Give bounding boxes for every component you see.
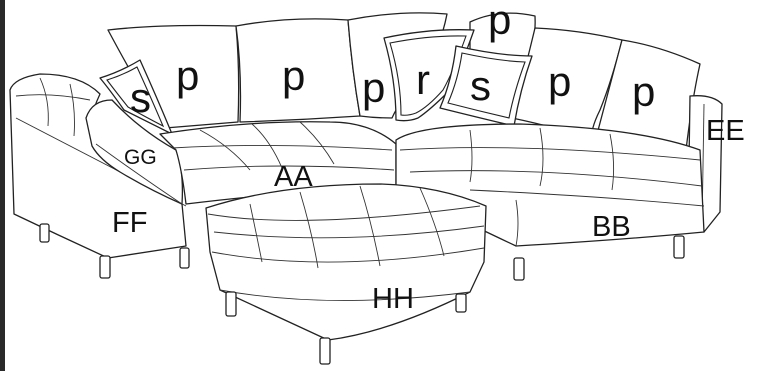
label-HH: HH [372, 283, 414, 315]
label-p-top: p [488, 0, 511, 43]
left-border [0, 0, 5, 371]
label-GG: GG [124, 146, 157, 169]
label-EE: EE [706, 115, 745, 147]
label-AA: AA [274, 161, 313, 193]
ottoman-HH [205, 183, 487, 341]
label-p6: p [632, 68, 655, 115]
label-FF: FF [112, 207, 147, 239]
labels: p p p p p p r s s AA BB EE FF GG HH [112, 0, 745, 315]
label-s-left: s [130, 74, 151, 121]
label-p1: p [176, 52, 199, 99]
label-r: r [416, 56, 430, 103]
pillow-s-right [439, 45, 533, 127]
left-arm-FF [9, 73, 187, 259]
label-p2: p [282, 52, 305, 99]
label-p3: p [362, 64, 385, 111]
legs [39, 223, 685, 365]
label-s-right: s [470, 62, 491, 109]
pillow-r [383, 29, 475, 122]
seat-AA [159, 121, 397, 205]
label-BB: BB [592, 211, 631, 243]
label-p5: p [548, 58, 571, 105]
